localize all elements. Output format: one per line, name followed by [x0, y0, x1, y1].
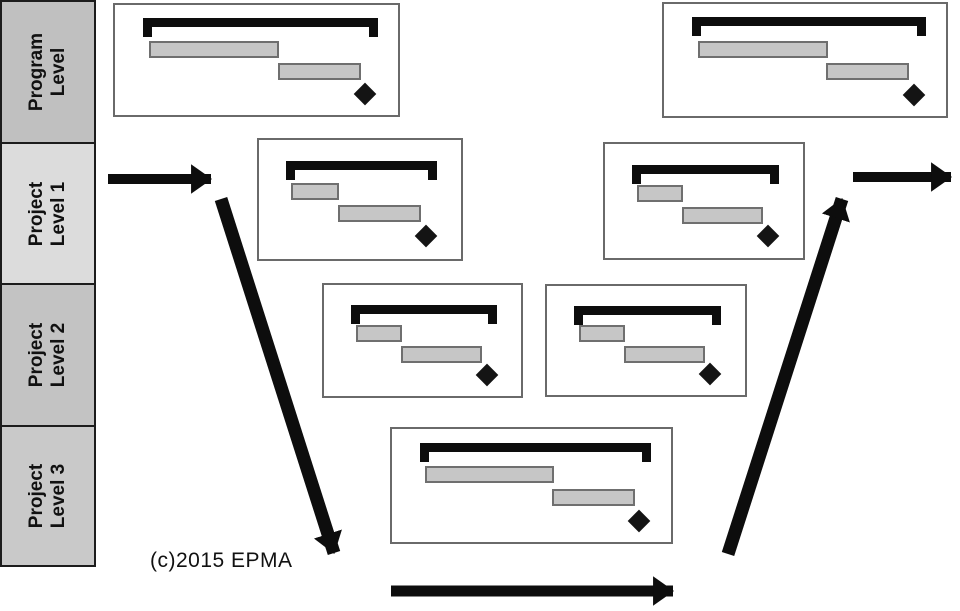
copyright-text: (c)2015 EPMA: [150, 549, 293, 572]
sidebar-row-project-level-1: Project Level 1: [0, 142, 96, 285]
milestone-diamond-icon: [475, 363, 498, 387]
sidebar-label-project-level-2: Project Level 2: [26, 323, 70, 387]
label-line: Level 1: [48, 181, 69, 246]
summary-bracket-icon: [573, 305, 722, 325]
gantt-box-program-left: [113, 3, 400, 117]
task-bar-2: [400, 346, 482, 364]
task-bar-2: [552, 488, 635, 506]
sidebar-label-program-level: Program Level: [26, 33, 70, 111]
milestone-diamond-icon: [414, 225, 437, 248]
sidebar-label-project-level-3: Project Level 3: [26, 464, 70, 528]
sidebar-row-project-level-3: Project Level 3: [0, 425, 96, 567]
gantt-box-project1-left: [257, 138, 463, 261]
label-line: Project: [26, 463, 47, 529]
milestone-diamond-icon: [699, 362, 722, 386]
task-bar-1: [636, 185, 684, 203]
task-bar-2: [826, 63, 910, 81]
gantt-box-program-right: [662, 2, 948, 118]
task-bar-1: [578, 325, 626, 343]
task-bar-2: [337, 205, 421, 223]
task-bar-2: [277, 63, 362, 81]
task-bar-2: [624, 345, 706, 363]
task-bar-1: [425, 466, 554, 484]
label-line: Program: [26, 32, 47, 112]
task-bar-1: [355, 324, 402, 342]
gantt-box-project2-right: [545, 284, 747, 397]
label-line: Level 2: [48, 322, 69, 388]
task-bar-1: [148, 41, 280, 59]
sidebar-row-project-level-2: Project Level 2: [0, 283, 96, 427]
label-line: Level: [48, 47, 69, 97]
summary-bracket-icon: [631, 164, 780, 184]
summary-bracket-icon: [286, 161, 437, 181]
milestone-diamond-icon: [354, 82, 377, 106]
gantt-box-project2-left: [322, 283, 523, 398]
task-bar-2: [682, 206, 764, 224]
label-line: Level 3: [48, 463, 69, 529]
task-bar-1: [697, 40, 828, 58]
gantt-box-project1-right: [603, 142, 805, 260]
label-line: Project: [26, 322, 47, 388]
summary-bracket-icon: [692, 17, 927, 37]
summary-bracket-icon: [143, 18, 379, 38]
milestone-diamond-icon: [757, 225, 780, 248]
gantt-box-project3-center: [390, 427, 673, 544]
task-bar-1: [291, 182, 339, 200]
sidebar-row-program-level: Program Level: [0, 0, 96, 144]
summary-bracket-icon: [419, 442, 652, 462]
label-line: Project: [26, 181, 47, 246]
milestone-diamond-icon: [627, 509, 651, 532]
sidebar-label-project-level-1: Project Level 1: [26, 181, 70, 245]
milestone-diamond-icon: [902, 83, 925, 107]
summary-bracket-icon: [350, 304, 498, 324]
